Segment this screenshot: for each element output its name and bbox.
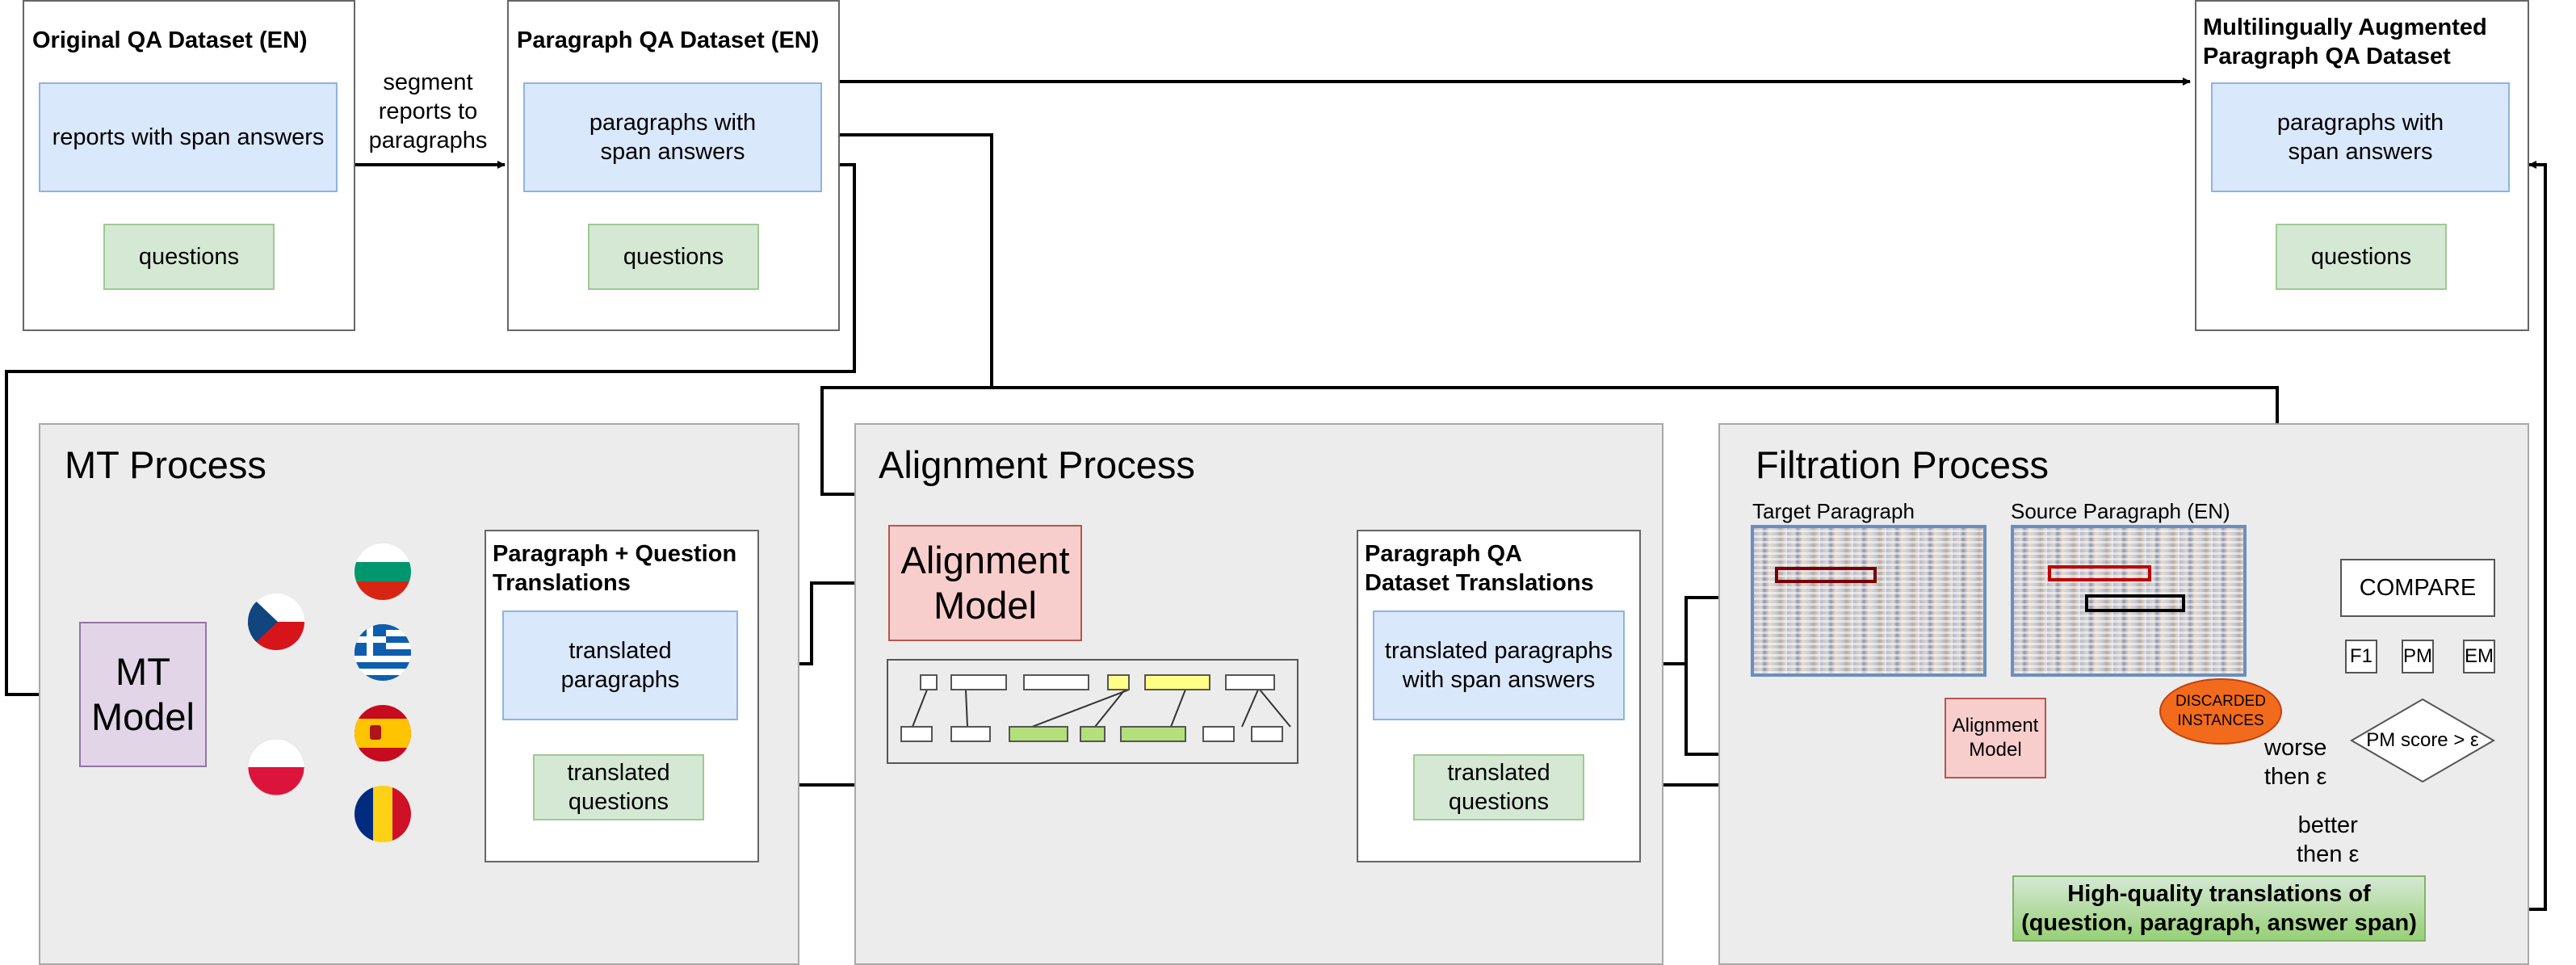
filtration-process-title: Filtration Process: [1756, 443, 2049, 486]
mt-process-title: MT Process: [65, 443, 266, 486]
source-paragraph-image: [2011, 525, 2247, 677]
source-answer-highlight: [2048, 565, 2151, 581]
alignment-model-box: Alignment Model: [888, 525, 1082, 641]
bulgaria-flag: [355, 543, 411, 600]
paragraph-paragraphs-box: paragraphs with span answers: [523, 82, 822, 192]
translations-container: Paragraph + Question Translations transl…: [485, 530, 759, 862]
alignment-process-panel: Alignment Process Alignment Model: [854, 423, 1663, 965]
pm-decision-diamond: [2350, 698, 2495, 783]
high-quality-output: High-quality translations of (question, …: [2012, 875, 2426, 942]
original-qa-dataset: Original QA Dataset (EN) reports with sp…: [23, 0, 355, 331]
romania-flag: [355, 786, 411, 842]
em-metric: EM: [2463, 640, 2495, 673]
target-paragraph-image: [1751, 525, 1987, 677]
poland-flag: [247, 738, 305, 796]
translated-paragraphs-box: translated paragraphs: [502, 610, 738, 720]
word-alignment-graphic: [887, 659, 1298, 764]
original-dataset-title: Original QA Dataset (EN): [32, 27, 308, 53]
paragraph-questions-box: questions: [588, 224, 759, 290]
spain-flag: [355, 705, 411, 762]
dataset-translations-title: Paragraph QA Dataset Translations: [1365, 541, 1594, 596]
discarded-instances: DISCARDED INSTANCES: [2159, 678, 2282, 745]
worse-label: worse then ε: [2264, 735, 2327, 790]
segment-label: segment reports to paragraphs: [368, 69, 488, 153]
translated-questions-box: translated questions: [533, 754, 704, 820]
pm-metric: PM: [2402, 640, 2434, 673]
alignment-process-title: Alignment Process: [879, 443, 1195, 486]
source-aligned-highlight: [2085, 594, 2185, 612]
compare-box: COMPARE: [2340, 559, 2495, 617]
decision-label: PM score > ε: [2366, 729, 2479, 751]
source-paragraph-label: Source Paragraph (EN): [2011, 499, 2230, 523]
target-paragraph-label: Target Paragraph: [1752, 499, 1915, 523]
filtration-alignment-model-box: Alignment Model: [1945, 698, 2046, 778]
augmented-dataset-title: Multilingually Augmented Paragraph QA Da…: [2203, 15, 2487, 69]
augmented-qa-dataset: Multilingually Augmented Paragraph QA Da…: [2195, 0, 2529, 331]
f1-metric: F1: [2345, 640, 2377, 673]
mt-model-box: MT Model: [79, 622, 207, 767]
original-questions-box: questions: [103, 224, 275, 290]
original-paragraphs-box: reports with span answers: [39, 82, 338, 192]
dataset-translations-container: Paragraph QA Dataset Translations transl…: [1357, 530, 1641, 862]
better-label: better then ε: [2297, 812, 2360, 867]
augmented-paragraphs-box: paragraphs with span answers: [2211, 82, 2510, 192]
translated-paragraphs-span-box: translated paragraphs with span answers: [1373, 610, 1625, 720]
paragraph-dataset-title: Paragraph QA Dataset (EN): [517, 27, 820, 53]
filtration-process-panel: Filtration Process Target Paragraph Sour…: [1718, 423, 2529, 965]
augmented-questions-box: questions: [2276, 224, 2447, 290]
czech-flag: [248, 594, 304, 650]
mt-process-panel: MT Process MT Model: [39, 423, 799, 965]
translations-title: Paragraph + Question Translations: [493, 541, 737, 596]
aligned-translated-questions-box: translated questions: [1413, 754, 1584, 820]
greece-flag: [355, 624, 411, 681]
target-answer-highlight: [1775, 567, 1877, 583]
paragraph-qa-dataset: Paragraph QA Dataset (EN) paragraphs wit…: [507, 0, 840, 331]
